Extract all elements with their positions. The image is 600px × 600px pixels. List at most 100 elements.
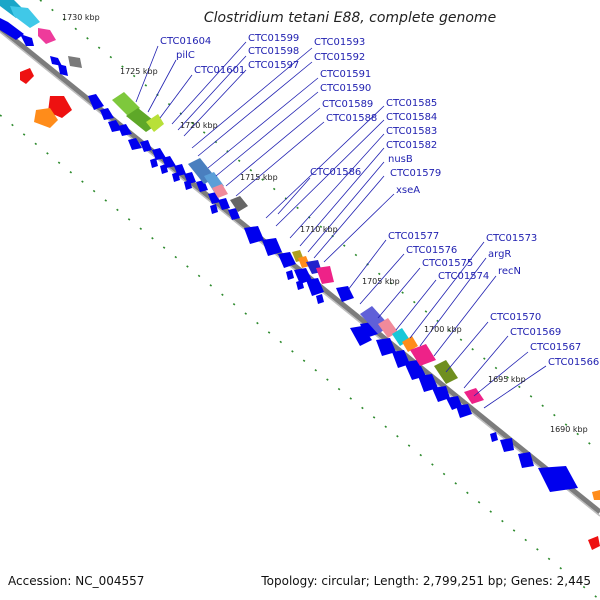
cds-feature: [228, 208, 240, 220]
tick-label: 1695 kbp: [488, 375, 526, 384]
cds-feature: [140, 140, 152, 152]
gene-label: CTC01567: [530, 342, 581, 353]
gene-label: xseA: [396, 185, 420, 196]
cds-feature: [592, 490, 600, 500]
cds-feature: [500, 438, 514, 452]
cds-feature: [244, 226, 264, 244]
cds-feature: [88, 94, 104, 110]
tick-rail-inner: [0, 114, 600, 600]
map-title: Clostridium tetani E88, complete genome: [203, 10, 497, 26]
tick-label: 1730 kbp: [62, 13, 100, 22]
cds-feature: [402, 336, 418, 352]
accession-label: Accession: NC_004557: [8, 574, 145, 588]
gene-label: CTC01586: [310, 167, 361, 178]
cds-feature: [316, 294, 324, 304]
cds-feature: [432, 386, 450, 402]
cds-feature: [48, 96, 72, 118]
cds-feature: [34, 108, 58, 128]
gene-label: CTC01597: [248, 60, 299, 71]
cds-feature: [68, 56, 82, 68]
gene-label: CTC01566: [548, 357, 599, 368]
cds-feature: [146, 114, 164, 132]
cds-feature: [58, 64, 68, 76]
cds-feature: [410, 344, 436, 366]
gene-label: CTC01573: [486, 233, 537, 244]
cds-feature: [296, 280, 304, 290]
cds-feature: [212, 184, 228, 198]
cds-feature: [278, 252, 296, 268]
gene-label: CTC01590: [320, 83, 371, 94]
cds-feature: [160, 164, 168, 174]
cds-feature: [376, 338, 396, 356]
cds-feature: [0, 18, 24, 40]
cds-track-inner: [150, 158, 324, 304]
cds-feature: [218, 198, 230, 210]
cds-feature: [316, 266, 334, 284]
cds-feature: [50, 56, 62, 66]
cds-feature: [20, 34, 34, 46]
cds-feature: [184, 180, 192, 190]
cds-feature: [518, 452, 534, 468]
gene-label: CTC01574: [438, 271, 489, 282]
gene-label: argR: [488, 249, 511, 260]
cds-feature: [336, 286, 354, 302]
gene-label: CTC01584: [386, 112, 437, 123]
cds-track: [88, 94, 578, 492]
cds-feature: [306, 278, 324, 296]
cds-feature: [456, 404, 472, 418]
tick-label: 1700 kbp: [424, 325, 462, 334]
cds-feature: [10, 6, 40, 28]
cds-feature: [286, 270, 294, 280]
tick-label: 1705 kbp: [362, 277, 400, 286]
gene-label: CTC01593: [314, 37, 365, 48]
tick-label: 1690 kbp: [550, 425, 588, 434]
gene-label: CTC01592: [314, 52, 365, 63]
feature-cluster-1725: [112, 92, 164, 132]
cds-feature: [150, 158, 158, 168]
cds-feature: [38, 28, 56, 44]
gene-label: CTC01598: [248, 46, 299, 57]
cds-feature: [108, 120, 122, 132]
gene-label: CTC01570: [490, 312, 541, 323]
cds-feature: [262, 238, 282, 256]
cds-feature: [350, 326, 372, 346]
cds-feature: [210, 204, 218, 214]
cds-feature: [118, 124, 132, 136]
leader-lines: [135, 41, 547, 409]
genome-summary: Topology: circular; Length: 2,799,251 bp…: [261, 574, 591, 588]
gene-label: CTC01582: [386, 140, 437, 151]
gene-label: CTC01588: [326, 113, 377, 124]
gene-label: CTC01577: [388, 231, 439, 242]
gene-label: CTC01589: [322, 99, 373, 110]
gene-label: CTC01601: [194, 65, 245, 76]
feature-cluster-top: [0, 0, 82, 76]
cds-feature: [128, 138, 142, 150]
gene-label: CTC01599: [248, 33, 299, 44]
cds-feature: [538, 466, 578, 492]
gene-label: CTC01576: [406, 245, 457, 256]
tick-label: 1725 kbp: [120, 67, 158, 76]
gene-label: CTC01583: [386, 126, 437, 137]
cds-feature: [230, 196, 248, 212]
gene-label: CTC01569: [510, 327, 561, 338]
gene-label: CTC01591: [320, 69, 371, 80]
cds-feature: [298, 256, 310, 268]
cds-feature: [112, 92, 140, 116]
cds-feature: [20, 68, 34, 84]
gene-label: recN: [498, 266, 521, 277]
cds-feature: [152, 148, 166, 160]
cds-feature: [588, 536, 600, 550]
cds-feature: [490, 432, 498, 442]
gene-label: CTC01579: [390, 168, 441, 179]
gene-label: nusB: [388, 154, 413, 165]
cds-feature: [172, 172, 180, 182]
gene-label: pilC: [176, 50, 195, 61]
gene-label: CTC01575: [422, 258, 473, 269]
cds-feature: [100, 108, 114, 120]
cds-feature: [418, 374, 438, 392]
gene-label: CTC01604: [160, 36, 211, 47]
tick-label: 1715 kbp: [240, 173, 278, 182]
cds-feature: [378, 318, 398, 338]
tick-label: 1720 kbp: [180, 121, 218, 130]
